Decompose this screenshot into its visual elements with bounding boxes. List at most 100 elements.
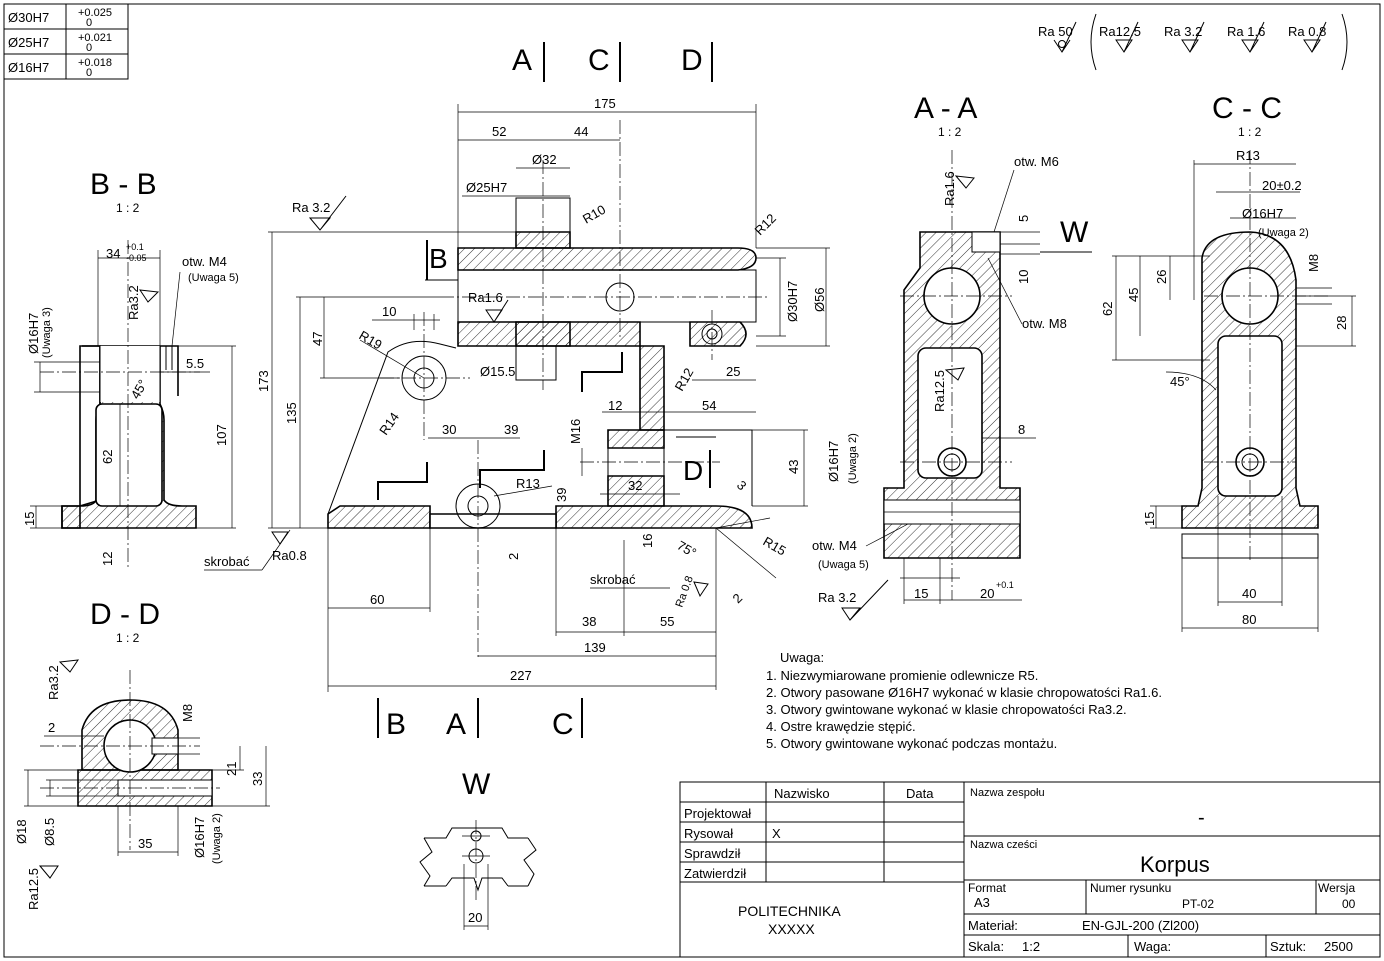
tol-lower-3: 0 — [86, 67, 92, 79]
mark-side-b: B — [429, 243, 448, 274]
dd-d85: Ø8.5 — [42, 818, 57, 846]
dim-3: 3 — [734, 478, 750, 494]
dim-135: 135 — [284, 402, 299, 424]
dim-r10: R10 — [580, 202, 608, 227]
dd-ra125: Ra12.5 — [26, 868, 41, 910]
w-title: W — [462, 768, 491, 801]
dim-r14: R14 — [376, 410, 402, 438]
aa-dim-8: 8 — [1018, 422, 1025, 437]
tol-lower-1: 0 — [86, 17, 92, 29]
dim-30: 30 — [442, 422, 456, 437]
aa-dim-5: 5 — [1016, 215, 1031, 222]
mark-side-d: D — [683, 455, 703, 486]
main-view: 175 52 44 Ø32 Ø25H7 R10 R12 Ø30H7 Ø56 Ra… — [204, 96, 830, 692]
aa-scale: 1 : 2 — [938, 125, 962, 139]
tb-part-label: Nazwa cześci — [970, 839, 1037, 851]
dim-38: 38 — [582, 614, 596, 629]
tb-rev-label: Wersja — [1318, 881, 1355, 895]
tb-assembly-label: Nazwa zespołu — [970, 787, 1045, 799]
aa-uwaga5: (Uwaga 5) — [818, 559, 869, 571]
tb-drawing-no-label: Numer rysunku — [1090, 881, 1171, 895]
bb-title: B - B — [90, 168, 157, 201]
tol-fit-3: Ø16H7 — [8, 60, 49, 75]
dim-60: 60 — [370, 592, 384, 607]
cc-dim-45: 45 — [1126, 288, 1141, 302]
tb-name-2: X — [772, 826, 781, 841]
cc-r13: R13 — [1236, 148, 1260, 163]
dim-m16: M16 — [568, 419, 583, 444]
bb-dim-34: 34 — [106, 246, 120, 261]
aa-uwaga2: (Uwaga 2) — [847, 433, 859, 484]
mark-top-a: A — [512, 44, 532, 77]
dd-title: D - D — [90, 598, 160, 631]
tb-role-1: Projektował — [684, 806, 751, 821]
cc-dim-26: 26 — [1154, 270, 1169, 284]
section-marks: A C D B A C B D — [377, 42, 716, 741]
cc-dim-62: 62 — [1100, 302, 1115, 316]
dd-dim-21: 21 — [224, 762, 239, 776]
bb-d16h7: Ø16H7 — [26, 313, 41, 354]
roughness-legend: Ra 50 Ra12.5 Ra 3.2 Ra 1.6 Ra 0.8 — [1038, 13, 1348, 71]
dim-10: 10 — [382, 304, 396, 319]
tol-upper-2: +0.021 — [78, 32, 112, 44]
view-cc: C - C 1 : 2 R13 20±0.2 Ø16H7 (Uwaga 2) M… — [1100, 92, 1356, 632]
bb-dim-62: 62 — [100, 450, 115, 464]
tb-scale-label: Skala: — [968, 939, 1004, 954]
aa-otw-m6: otw. M6 — [1014, 154, 1059, 169]
tb-material-label: Materiał: — [968, 918, 1018, 933]
aa-otw-m8: otw. M8 — [1022, 316, 1067, 331]
label-skrobac-2: skrobać — [204, 554, 250, 569]
tb-col-date: Data — [906, 786, 934, 801]
dim-2-a: 2 — [506, 553, 521, 560]
dim-d155: Ø15.5 — [480, 364, 515, 379]
tol-fit-2: Ø25H7 — [8, 35, 49, 50]
tb-material-value: EN-GJL-200 (Zl200) — [1082, 918, 1199, 933]
cc-dim-40: 40 — [1242, 586, 1256, 601]
label-skrobac-1: skrobać — [590, 572, 636, 587]
dim-r15: R15 — [761, 534, 789, 559]
cc-d16h7: Ø16H7 — [1242, 206, 1283, 221]
aa-ra32: Ra 3.2 — [818, 590, 856, 605]
bb-dim-15: 15 — [22, 512, 37, 526]
tolerance-table: Ø30H7 +0.025 0 Ø25H7 +0.021 0 Ø16H7 +0.0… — [3, 3, 129, 80]
note-4: 4. Ostre krawędzie stępić. — [766, 719, 916, 734]
bb-uwaga5: (Uwaga 5) — [188, 272, 239, 284]
tb-format-value: A3 — [974, 895, 990, 910]
dim-2-b: 2 — [730, 590, 746, 606]
cc-dim-20: 20±0.2 — [1262, 178, 1302, 193]
tb-drawing-no-value: PT-02 — [1182, 897, 1214, 911]
cc-dim-15: 15 — [1142, 512, 1157, 526]
mark-bottom-a: A — [446, 708, 466, 741]
aa-dim-20: 20 — [980, 586, 994, 601]
dim-d30h7: Ø30H7 — [785, 281, 800, 322]
cc-45deg: 45° — [1170, 374, 1190, 389]
tb-role-4: Zatwierdził — [684, 866, 746, 881]
dim-39-low: 39 — [554, 488, 569, 502]
tb-assembly-value: - — [1198, 807, 1205, 829]
dd-dim-35: 35 — [138, 836, 152, 851]
dim-ra08-b: Ra0.8 — [272, 548, 307, 563]
dim-55: 55 — [660, 614, 674, 629]
aa-ra16: Ra1.6 — [942, 171, 957, 206]
cc-uwaga2: (Uwaga 2) — [1258, 227, 1309, 239]
tb-weight-label: Waga: — [1134, 939, 1171, 954]
dd-dim-2: 2 — [48, 720, 55, 735]
ra-32-main: Ra 3.2 — [292, 200, 330, 215]
dim-173: 173 — [256, 370, 271, 392]
ra-16-main: Ra1.6 — [468, 290, 503, 305]
tb-part-value: Korpus — [1140, 852, 1210, 877]
bb-dim-34-lo: -0.05 — [126, 253, 147, 263]
dim-r13: R13 — [516, 476, 540, 491]
cc-m8: M8 — [1306, 254, 1321, 272]
bb-dim-107: 107 — [214, 424, 229, 446]
dim-44: 44 — [574, 124, 588, 139]
tb-col-name: Nazwisko — [774, 786, 830, 801]
cc-scale: 1 : 2 — [1238, 125, 1262, 139]
cc-title: C - C — [1212, 92, 1282, 125]
dim-139: 139 — [584, 640, 606, 655]
tol-upper-3: +0.018 — [78, 57, 112, 69]
tb-role-2: Rysował — [684, 826, 733, 841]
dim-16: 16 — [640, 534, 655, 548]
cc-dim-80: 80 — [1242, 612, 1256, 627]
dim-175: 175 — [594, 96, 616, 111]
